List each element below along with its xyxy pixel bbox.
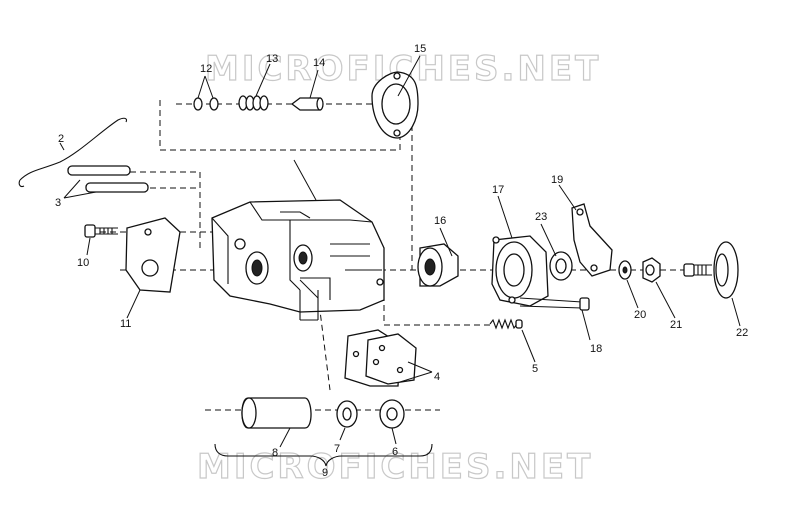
callout-labels: 2 3 4 5 6 7 8 9 10 11 12 13 14 15 16 17 … bbox=[55, 43, 748, 479]
callout-11: 11 bbox=[120, 318, 131, 330]
part-14-plunger bbox=[290, 97, 324, 111]
part-2-clip bbox=[18, 117, 128, 188]
callout-18: 18 bbox=[590, 343, 602, 355]
callout-7: 7 bbox=[334, 443, 340, 455]
callout-23: 23 bbox=[535, 211, 547, 223]
callout-3: 3 bbox=[55, 197, 61, 209]
callout-10: 10 bbox=[77, 257, 89, 269]
watermark-bottom: MICROFICHES.NET bbox=[197, 447, 593, 487]
part-18-bolt bbox=[519, 297, 590, 311]
callout-14: 14 bbox=[313, 57, 325, 69]
part-19-bracket bbox=[571, 203, 613, 277]
callout-5: 5 bbox=[532, 363, 538, 375]
part-16-bushing bbox=[417, 243, 459, 287]
part-15-gasket bbox=[371, 71, 419, 139]
callout-6: 6 bbox=[392, 446, 398, 458]
part-20-washer bbox=[618, 260, 632, 280]
callout-12: 12 bbox=[200, 63, 212, 75]
part-22-knob bbox=[683, 241, 739, 299]
callout-21: 21 bbox=[670, 319, 682, 331]
leader-lines bbox=[59, 55, 741, 467]
callout-19: 19 bbox=[551, 174, 563, 186]
callout-15: 15 bbox=[414, 43, 426, 55]
callout-20: 20 bbox=[634, 309, 646, 321]
caliper-body bbox=[211, 199, 385, 321]
part-17-housing bbox=[491, 235, 549, 307]
part-21-nut bbox=[642, 257, 661, 283]
callout-22: 22 bbox=[736, 327, 748, 339]
callout-8: 8 bbox=[272, 447, 278, 459]
callout-2: 2 bbox=[58, 133, 64, 145]
callout-9: 9 bbox=[322, 467, 328, 479]
callout-16: 16 bbox=[434, 215, 446, 227]
piston-group bbox=[241, 397, 405, 429]
callout-13: 13 bbox=[266, 53, 278, 65]
part-5-spring bbox=[489, 318, 523, 330]
part-10-bolt bbox=[84, 224, 118, 238]
callout-4: 4 bbox=[434, 371, 440, 383]
callout-17: 17 bbox=[492, 184, 504, 196]
part-13-spring bbox=[238, 95, 269, 111]
part-3-pins bbox=[67, 165, 149, 193]
part-4-pads bbox=[344, 329, 417, 387]
part-11-plate bbox=[125, 217, 181, 293]
part-23-ring bbox=[549, 251, 573, 281]
